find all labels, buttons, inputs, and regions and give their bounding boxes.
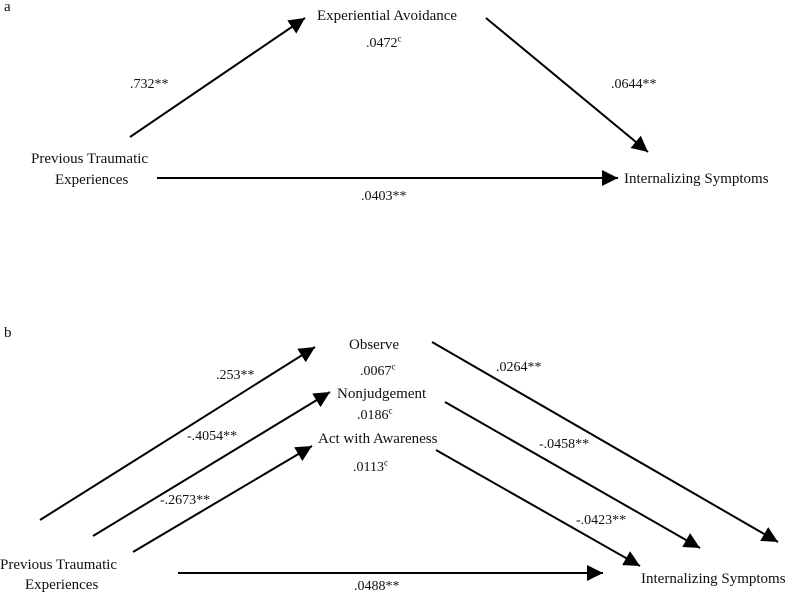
- arrow-b-path: [485, 17, 649, 153]
- node-act-with-awareness: Act with Awareness: [318, 431, 438, 447]
- coef-a-act: -.2673**: [160, 493, 211, 508]
- indirect-effect-a: .0472c: [366, 33, 402, 51]
- panel-a-letter: a: [4, 0, 11, 15]
- indirect-effect-act: .0113c: [353, 457, 388, 475]
- arrow-a-path: [129, 17, 306, 138]
- node-predictor-line2-b: Experiences: [25, 577, 99, 593]
- node-predictor-line1-a: Previous Traumatic: [31, 151, 149, 167]
- arrow-b-observe: [431, 341, 779, 543]
- arrow-b-act: [435, 449, 641, 567]
- coef-a-path: .732**: [130, 77, 169, 92]
- coef-direct-a: .0403**: [361, 189, 407, 204]
- arrow-b-nonjudgement: [444, 401, 701, 549]
- panel-b-letter: b: [4, 325, 12, 341]
- node-internalizing-symptoms-a: Internalizing Symptoms: [624, 171, 769, 187]
- coef-b-act: -.0423**: [576, 513, 627, 528]
- arrow-a-nonjudgement: [92, 391, 331, 537]
- node-experiential-avoidance: Experiential Avoidance: [317, 8, 458, 24]
- arrow-a-observe: [39, 346, 316, 521]
- coef-direct-b: .0488**: [354, 579, 400, 594]
- indirect-effect-observe: .0067c: [360, 361, 396, 379]
- coef-b-observe: .0264**: [496, 360, 542, 375]
- coef-a-observe: .253**: [216, 368, 255, 383]
- node-observe: Observe: [349, 337, 399, 353]
- node-predictor-line2-a: Experiences: [55, 172, 129, 188]
- coef-b-nonjudgement: -.0458**: [539, 437, 590, 452]
- coef-b-path: .0644**: [611, 77, 657, 92]
- arrow-a-act: [132, 445, 313, 553]
- node-internalizing-symptoms-b: Internalizing Symptoms: [641, 571, 786, 587]
- node-nonjudgement: Nonjudgement: [337, 386, 427, 402]
- coef-a-nonjudgement: -.4054**: [187, 429, 238, 444]
- node-predictor-line1-b: Previous Traumatic: [0, 557, 118, 573]
- indirect-effect-nonjudgement: .0186c: [357, 405, 393, 423]
